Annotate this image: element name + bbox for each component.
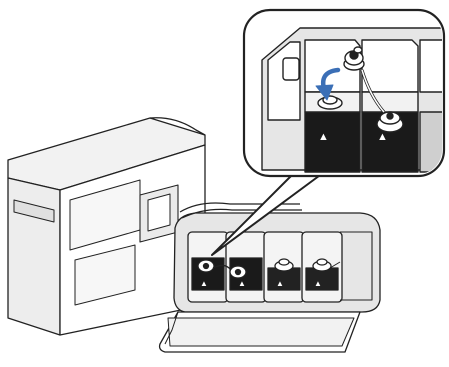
- tank-mark: ▲: [238, 279, 246, 288]
- tank-mark: ▲: [200, 279, 208, 288]
- zoom-callout: ▲ ▲: [244, 10, 449, 176]
- tank-mark: ▲: [276, 279, 284, 288]
- tank-lid-open: [160, 312, 360, 352]
- ink-tank-unit: ▲ ▲ ▲ ▲: [174, 203, 380, 312]
- tank-mark: ▲: [314, 279, 322, 288]
- tank-mark: ▲: [377, 131, 388, 143]
- tank-mark: ▲: [318, 131, 329, 143]
- ink-tank-2: ▲: [226, 232, 266, 302]
